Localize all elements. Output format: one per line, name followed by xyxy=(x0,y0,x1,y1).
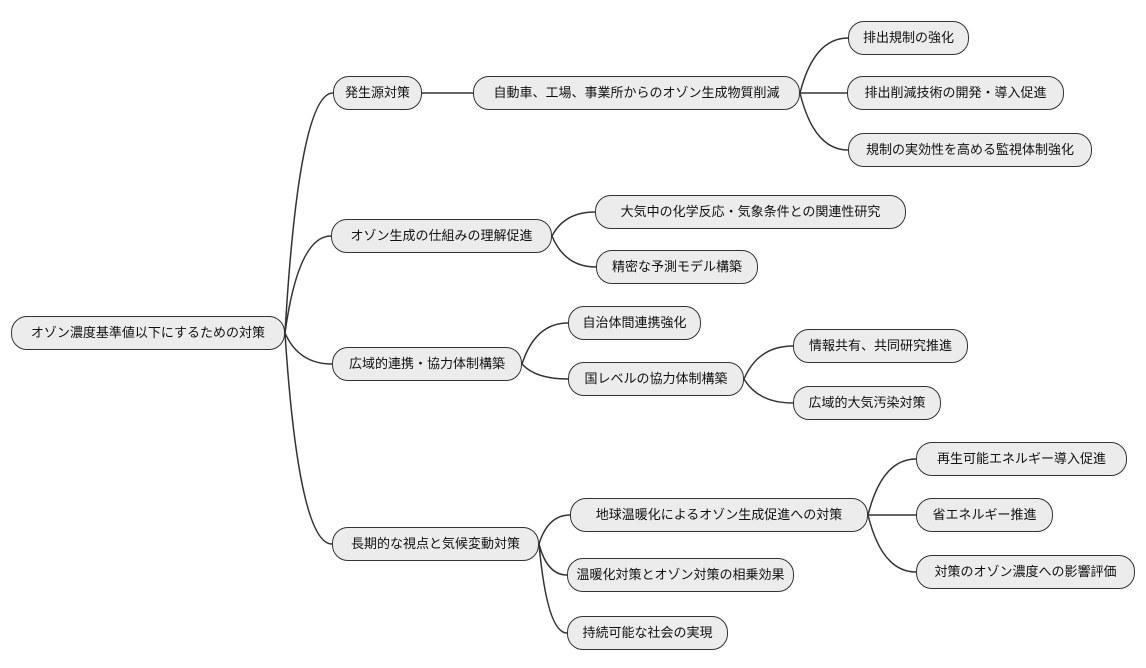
edge-warming-to-impact-eval xyxy=(867,514,917,573)
mindmap-node-wide-pollution[interactable]: 広域的大気汚染対策 xyxy=(793,386,941,420)
mindmap-node-national[interactable]: 国レベルの協力体制構築 xyxy=(568,362,744,396)
mindmap-node-impact-eval[interactable]: 対策のオゾン濃度への影響評価 xyxy=(916,555,1135,589)
edge-root-to-gen-source xyxy=(284,92,334,334)
edge-regional-to-municipal xyxy=(521,322,569,365)
mindmap-node-monitoring[interactable]: 規制の実効性を高める監視体制強化 xyxy=(848,133,1092,167)
edge-gen-reduction-to-monitoring xyxy=(799,92,849,151)
mindmap-node-municipal[interactable]: 自治体間連携強化 xyxy=(568,306,701,340)
mindmap-node-gen-reduction[interactable]: 自動車、工場、事業所からのオゾン生成物質削減 xyxy=(473,76,800,110)
edge-regional-to-national xyxy=(521,363,569,380)
mindmap-node-energy-save[interactable]: 省エネルギー推進 xyxy=(916,498,1053,532)
edge-root-to-longterm xyxy=(284,332,333,545)
mindmap-node-gen-source[interactable]: 発生源対策 xyxy=(333,76,422,110)
mindmap-node-prediction[interactable]: 精密な予測モデル構築 xyxy=(596,250,758,284)
edge-longterm-to-synergy xyxy=(538,543,568,576)
edge-root-to-mechanism xyxy=(284,235,332,334)
edge-mechanism-to-chem-research xyxy=(551,211,596,237)
mindmap-node-emission-tech[interactable]: 排出削減技術の開発・導入促進 xyxy=(847,76,1064,110)
mindmap-node-root[interactable]: オゾン濃度基準値以下にするための対策 xyxy=(11,316,285,350)
edge-national-to-info-share xyxy=(743,345,794,380)
edge-national-to-wide-pollution xyxy=(743,378,794,404)
mindmap-node-sustainable[interactable]: 持続可能な社会の実現 xyxy=(567,616,728,650)
edge-longterm-to-warming xyxy=(538,514,571,545)
edge-mechanism-to-prediction xyxy=(551,235,597,268)
edge-warming-to-renewable xyxy=(867,458,917,516)
mindmap-node-longterm[interactable]: 長期的な視点と気候変動対策 xyxy=(332,527,539,561)
mindmap-node-synergy[interactable]: 温暖化対策とオゾン対策の相乗効果 xyxy=(567,558,794,592)
mindmap-node-info-share[interactable]: 情報共有、共同研究推進 xyxy=(793,329,968,363)
mindmap-node-mechanism[interactable]: オゾン生成の仕組みの理解促進 xyxy=(331,219,552,253)
edge-root-to-regional xyxy=(284,332,333,365)
edge-gen-reduction-to-emission-reg xyxy=(799,37,849,94)
mindmap-node-chem-research[interactable]: 大気中の化学反応・気象条件との関連性研究 xyxy=(595,195,906,229)
mindmap-node-emission-reg[interactable]: 排出規制の強化 xyxy=(848,21,969,55)
mindmap-node-warming[interactable]: 地球温暖化によるオゾン生成促進への対策 xyxy=(570,498,868,532)
mindmap-node-regional[interactable]: 広域的連携・協力体制構築 xyxy=(332,347,522,381)
mindmap-node-renewable[interactable]: 再生可能エネルギー導入促進 xyxy=(916,442,1127,476)
edge-longterm-to-sustainable xyxy=(538,543,568,634)
